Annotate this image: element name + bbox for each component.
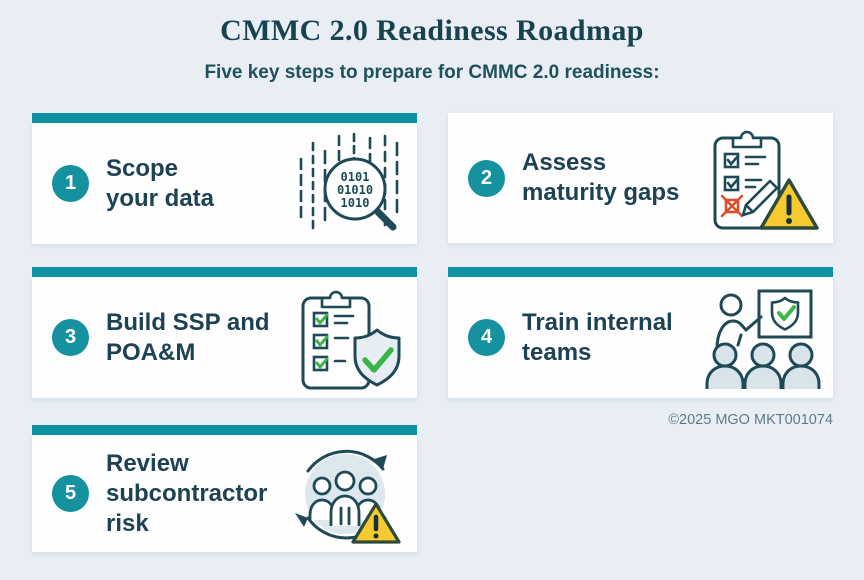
step-number-badge: 4 [468, 319, 505, 356]
card-top-bar [448, 267, 833, 277]
training-presentation-icon [695, 285, 821, 391]
step-card-2: 2 Assess maturity gaps [448, 113, 833, 243]
svg-text:0101: 0101 [341, 170, 370, 184]
data-scope-magnifier-icon: 0101 01010 1010 [293, 131, 405, 237]
step-label: Assess maturity gaps [522, 149, 680, 206]
step-card-5: 5 Review subcontractor risk [32, 425, 417, 552]
step-card-4: 4 Train internal teams [448, 267, 833, 398]
step-number-badge: 3 [52, 319, 89, 356]
step-number-badge: 5 [52, 475, 89, 512]
copyright-text: ©2025 MGO MKT001074 [668, 412, 833, 428]
card-top-bar [32, 267, 417, 277]
checklist-warning-icon [703, 124, 821, 232]
checklist-shield-icon [293, 284, 405, 392]
step-card-3: 3 Build SSP and POA&M [32, 267, 417, 398]
card-top-bar [32, 113, 417, 123]
step-number-badge: 2 [468, 159, 505, 197]
page-title: CMMC 2.0 Readiness Roadmap [220, 14, 644, 47]
page-subtitle: Five key steps to prepare for CMMC 2.0 r… [204, 62, 660, 83]
svg-text:01010: 01010 [337, 183, 373, 197]
step-label: Scope your data [106, 154, 215, 212]
step-number-badge: 1 [52, 165, 89, 202]
svg-text:1010: 1010 [341, 196, 370, 210]
card-top-bar [32, 425, 417, 435]
team-cycle-warning-icon [293, 440, 405, 548]
step-label: Build SSP and POA&M [106, 308, 270, 366]
step-label: Review subcontractor risk [106, 449, 268, 537]
step-card-1: 1 Scope your data 0101 01010 1 [32, 113, 417, 244]
step-label: Train internal teams [522, 308, 673, 366]
